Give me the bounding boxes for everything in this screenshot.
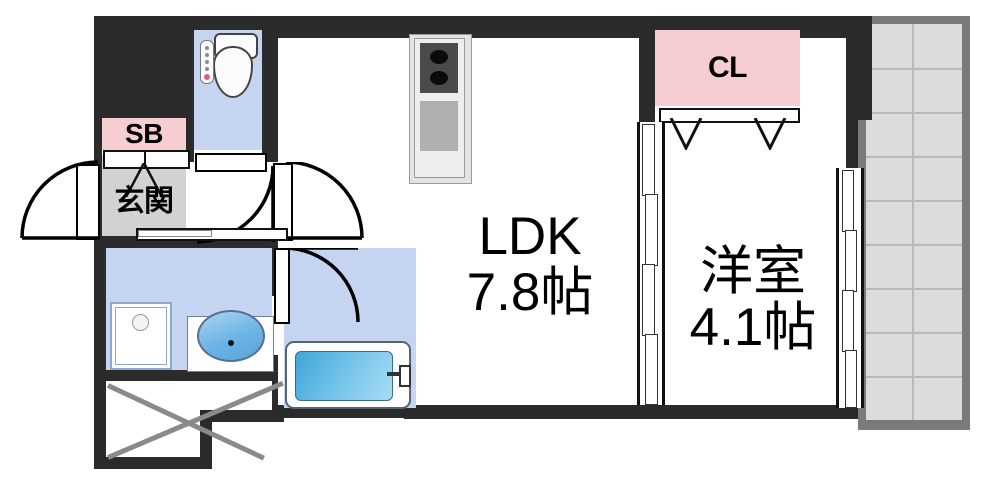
closet-folding-door-marks	[669, 118, 787, 150]
toilet-panel-dot-2	[205, 53, 209, 57]
closet-cl-area: CL	[655, 30, 800, 106]
balcony-tiles	[866, 24, 962, 420]
bedroom-slide-panel-4[interactable]	[645, 334, 658, 405]
washroom-sliding-panel[interactable]	[138, 230, 212, 237]
genkan-label-wrap: 玄関	[102, 182, 186, 222]
wall-toilet-left	[184, 16, 194, 162]
bathroom-door-leaf[interactable]	[274, 248, 290, 324]
balcony-slide-panel-4[interactable]	[845, 350, 857, 408]
bathtub-spout	[387, 372, 403, 376]
bedroom-slide-panel-2[interactable]	[645, 194, 658, 266]
washer-drain-hole	[132, 314, 149, 331]
bathroom-door-arc[interactable]	[284, 248, 360, 324]
bathtub	[285, 341, 411, 409]
bedroom-label: 洋室	[700, 242, 806, 302]
bathtub-basin	[295, 351, 393, 401]
entrance-door-leaf[interactable]	[76, 164, 100, 240]
entrance-door-arc[interactable]	[20, 160, 100, 240]
bedroom-slide-panel-3[interactable]	[642, 264, 655, 336]
sb-folding-mark	[124, 163, 164, 197]
toilet-flush-button	[204, 74, 210, 80]
toilet-panel-dot-1	[205, 46, 209, 50]
stove	[420, 43, 458, 93]
ldk-door-arc[interactable]	[286, 162, 364, 240]
closet-door-bar	[659, 108, 800, 123]
ldk-size: 7.8帖	[466, 263, 594, 322]
bedroom-slide-panel-1[interactable]	[642, 124, 655, 196]
hall-floor	[194, 162, 416, 236]
wall-hall-ldk	[262, 16, 278, 162]
bathtub-faucet	[399, 365, 411, 387]
storage-sb-area: SB	[102, 118, 186, 150]
toilet-control-panel	[200, 40, 214, 84]
toilet-panel-dot-4	[205, 67, 209, 71]
ldk-room-label: LDK 7.8帖	[430, 205, 630, 325]
storage-sb-label: SB	[125, 118, 163, 149]
balcony-upper-notch	[858, 16, 872, 120]
kitchen-sink	[420, 101, 458, 151]
toilet-panel-dot-3	[205, 60, 209, 64]
wall-void-left	[94, 369, 106, 469]
balcony-slide-panel-2[interactable]	[845, 230, 857, 292]
sb-door-panel-right	[144, 150, 190, 169]
wall-cl-left	[639, 16, 655, 122]
stove-burner-bottom	[430, 71, 448, 85]
wall-void-step	[200, 410, 284, 422]
wash-basin	[197, 310, 265, 362]
bedroom-size: 4.1帖	[689, 298, 817, 357]
wall-bottom-main	[404, 405, 859, 419]
kitchen-counter-inner	[414, 38, 465, 178]
toilet-door-leaf[interactable]	[195, 153, 267, 172]
balcony-slide-panel-1[interactable]	[842, 170, 854, 232]
balcony-sliding-door[interactable]	[836, 168, 864, 408]
wall-washroom-left	[94, 236, 106, 381]
closet-cl-label: CL	[708, 51, 748, 84]
kitchen-counter	[409, 34, 472, 184]
ldk-label: LDK	[478, 207, 582, 267]
bedroom-sliding-door[interactable]	[637, 122, 665, 405]
wall-washroom-bottom	[94, 369, 284, 381]
genkan-label: 玄関	[114, 185, 175, 218]
wall-upper-left-block	[94, 16, 190, 121]
basin-drain	[228, 340, 234, 346]
toilet-bowl	[213, 46, 253, 98]
bedroom-room-label: 洋室 4.1帖	[660, 240, 846, 360]
wall-void-bottom	[94, 457, 212, 469]
washing-machine-space	[110, 302, 172, 370]
wall-void-right	[200, 410, 212, 469]
stove-burner-top	[430, 50, 448, 64]
